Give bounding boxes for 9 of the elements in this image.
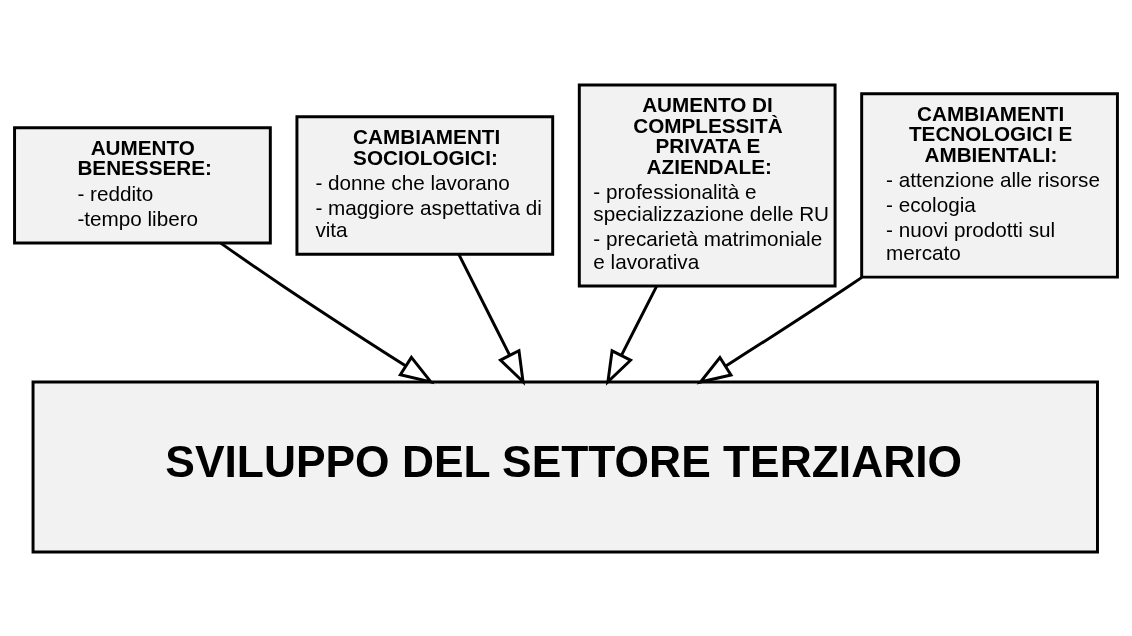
node-box: CAMBIAMENTI SOCIOLOGICI: - donne che lavorano - maggiore aspettativa di vita — [295, 114, 555, 256]
arrow — [457, 253, 526, 386]
arrow — [696, 275, 863, 384]
node-box: AUMENTO BENESSERE: - reddito -tempo libero — [13, 125, 272, 245]
node-box: AUMENTO DI COMPLESSITÀ PRIVATA E AZIENDALE: - professionalità e specializzazione delle RU - precarietà matrimoniale e lavorativa — [577, 82, 837, 287]
arrow — [605, 285, 658, 386]
arrow — [219, 241, 435, 384]
node-box: SVILUPPO DEL SETTORE TERZIARIO — [31, 380, 1099, 554]
node-box: CAMBIAMENTI TECNOLOGICI E AMBIENTALI: - attenzione alle risorse - ecologia - nuovi prodotti sul mercato — [860, 91, 1119, 279]
